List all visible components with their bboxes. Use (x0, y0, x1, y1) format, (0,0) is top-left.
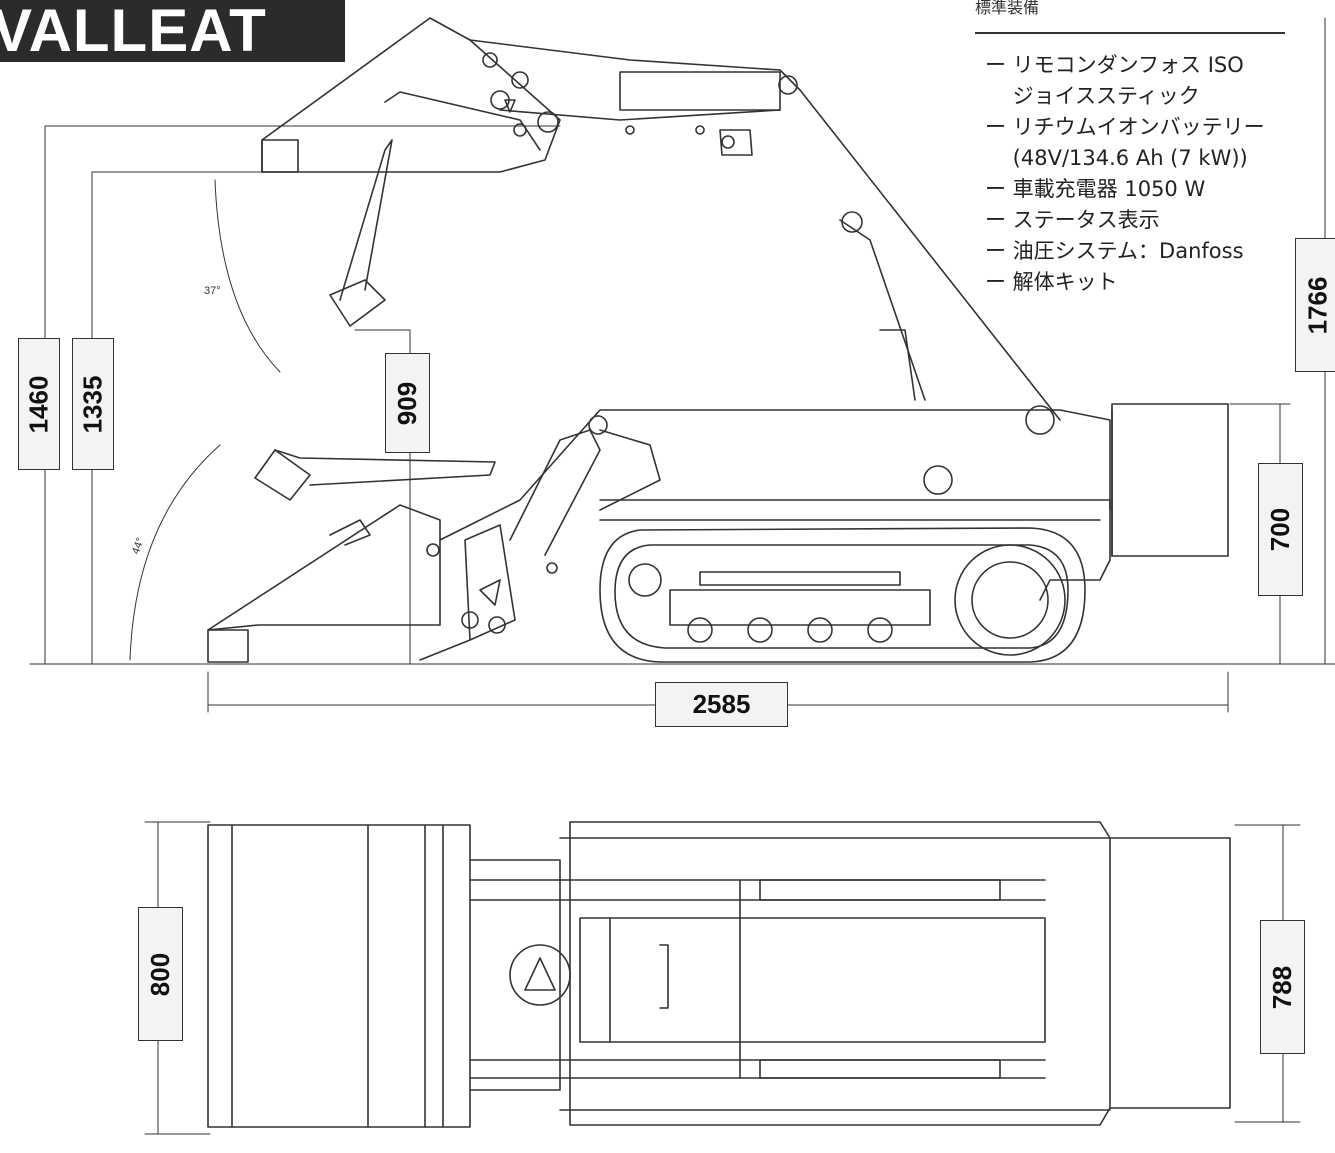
top-view (207, 821, 1231, 1128)
equipment-item: ー リモコンダンフォス ISO (985, 53, 1244, 77)
equipment-item: ー ステータス表示 (985, 208, 1160, 232)
equipment-item: ー 解体キット (985, 270, 1118, 294)
equipment-divider (975, 32, 1285, 34)
dump-angle-label: 37° (204, 285, 221, 297)
overall-height-label: 1766 (1295, 238, 1335, 372)
equipment-item: ー リチウムイオンバッテリー (985, 115, 1265, 139)
equipment-item: ジョイススティック (985, 84, 1200, 108)
brand-logo: VALLEAT (0, 0, 345, 62)
track-width-label: 788 (1260, 920, 1305, 1054)
lowered-arm (207, 405, 1111, 663)
lift-height-label: 1460 (18, 338, 60, 470)
top-view-dimension-lines (144, 821, 1301, 1135)
dump-height-label: 909 (385, 353, 430, 453)
equipment-item: ー 車載充電器 1050 W (985, 177, 1206, 201)
body-height-label: 700 (1258, 463, 1303, 596)
equipment-title: 標準装備 (975, 0, 1040, 17)
equipment-list: ー リモコンダンフォス ISO ジョイススティック ー リチウムイオンバッテリー… (985, 50, 1265, 298)
equipment-item: (48V/134.6 Ah (7 kW)) (985, 146, 1248, 170)
machine-body (599, 403, 1229, 663)
raised-arm (261, 17, 1061, 421)
overall-length-label: 2585 (655, 682, 788, 727)
pin-height-label: 1335 (72, 338, 114, 470)
equipment-item: ー 油圧システム：Danfoss (985, 239, 1244, 263)
bucket-width-label: 800 (138, 907, 183, 1041)
